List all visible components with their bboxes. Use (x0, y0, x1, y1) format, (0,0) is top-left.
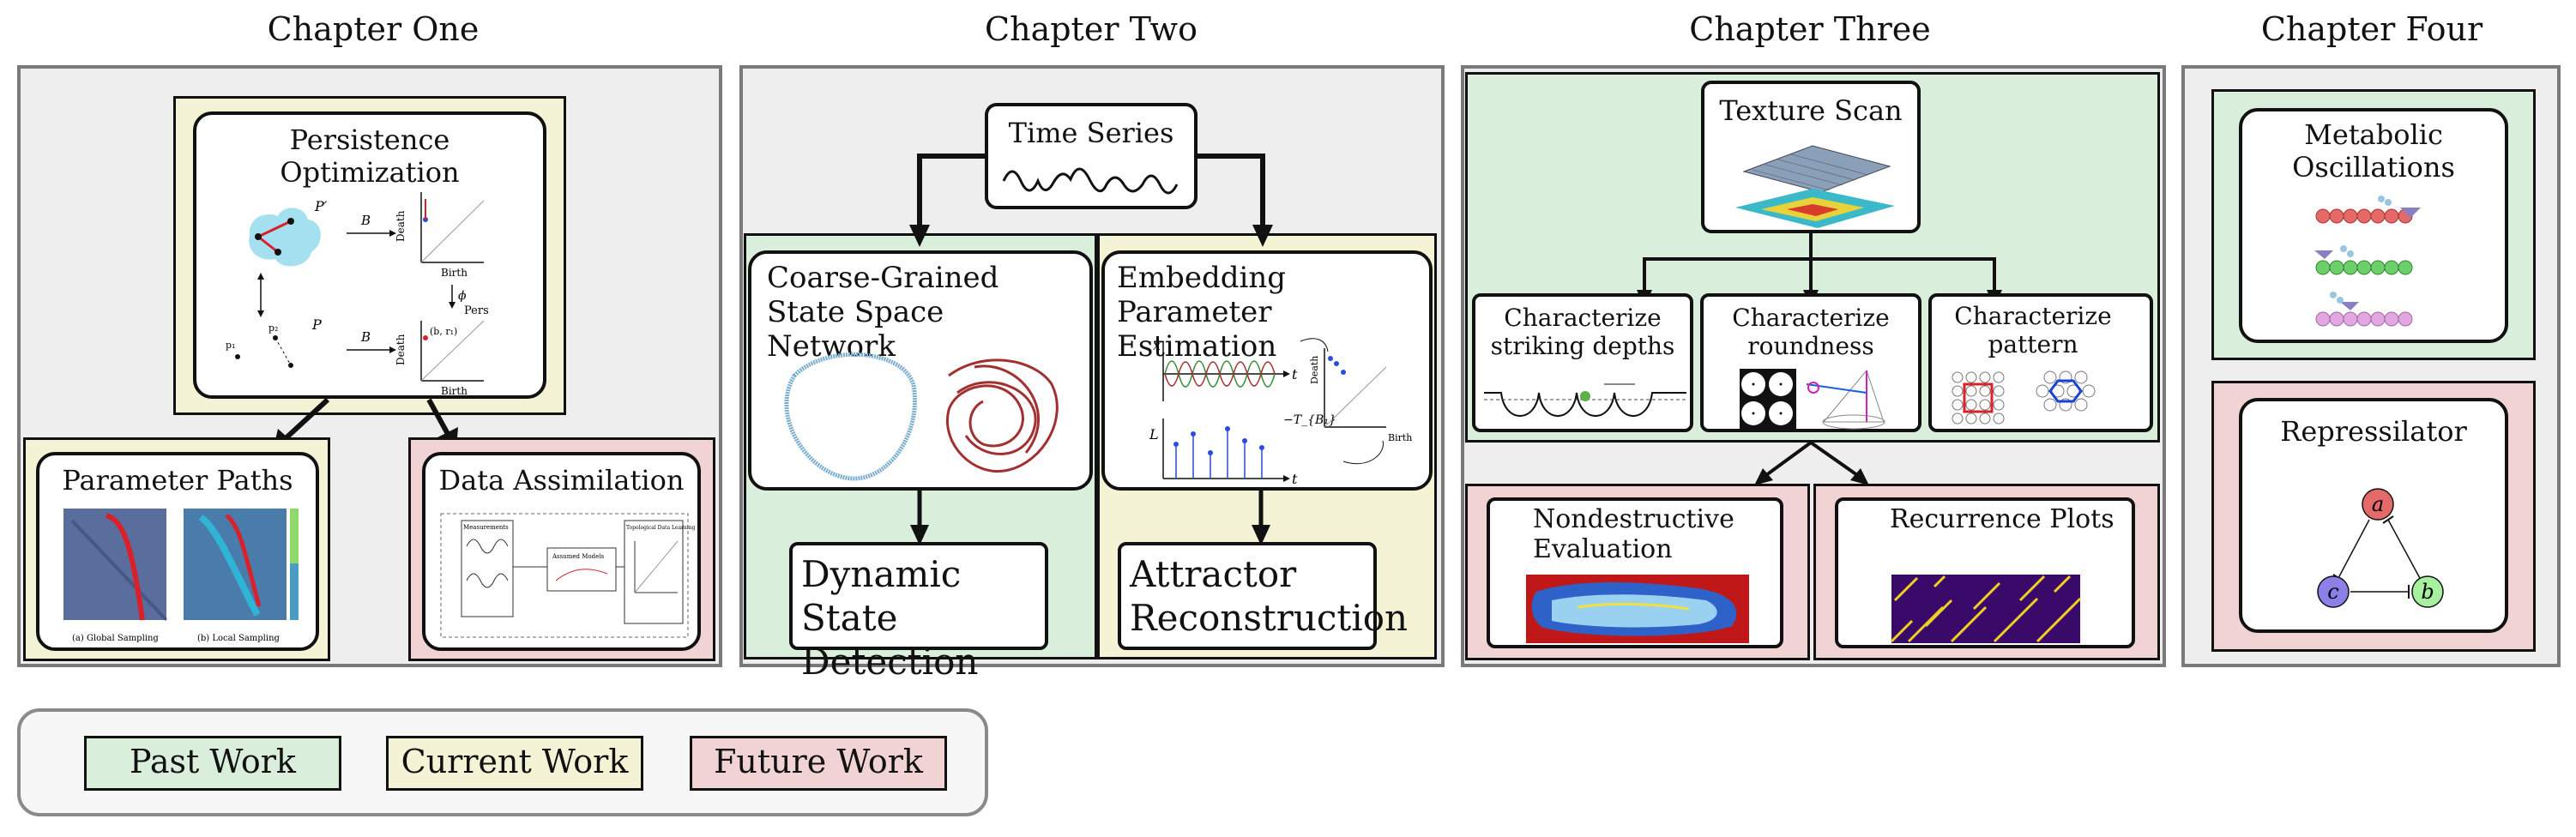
dynamic-state-title: Dynamic State Detection (801, 553, 979, 683)
legend-current-work: Current Work (386, 736, 643, 791)
measurements-label: Measurements (463, 524, 509, 531)
assumed-model-label: Assumed Models (552, 553, 604, 560)
texture-scan-title: Texture Scan (1719, 94, 1903, 127)
node-a: a (2372, 492, 2384, 516)
nondestructive-card: Nondestructive Evaluation (1487, 497, 1783, 648)
nondestructive-title: Nondestructive Evaluation (1533, 504, 1734, 565)
coarse-grained-card: Coarse-Grained State Space Network (748, 250, 1093, 491)
ch2-arrows (909, 154, 1273, 545)
chapter-three-title: Chapter Three (1689, 10, 1931, 48)
embed-birth-label: Birth (1388, 432, 1412, 443)
attractor-card: Attractor Reconstruction (1118, 542, 1409, 650)
p2-label: p₂ (268, 322, 278, 334)
striking-depths-card: Characterize striking depths (1472, 293, 1693, 432)
p-prime-label: P′ (314, 198, 328, 214)
node-c: c (2327, 580, 2338, 604)
embed-x-label: x (1153, 337, 1161, 353)
legend-past-work: Past Work (84, 736, 341, 791)
coords-label: (b, r₁) (430, 326, 457, 337)
pattern-figure (1952, 370, 2096, 425)
parameter-paths-plot: (a) Global Sampling (b) Local Sampling (63, 509, 299, 643)
chapter-four-title: Chapter Four (2260, 10, 2483, 48)
metabolic-figure (2314, 196, 2421, 327)
roundness-figure (1740, 369, 1885, 430)
embed-l-label: L (1149, 426, 1159, 443)
death-bottom-label: Death (395, 334, 407, 365)
repressilator-network: a b c (2317, 488, 2444, 608)
nondestructive-image (1526, 575, 1749, 643)
roundness-title: Characterize roundness (1732, 304, 1890, 361)
texture-scan-card: Texture Scan (1701, 81, 1921, 233)
b-arrow-bottom-label: B (360, 329, 371, 345)
dynamic-state-card: Dynamic State Detection (789, 542, 1048, 683)
striking-depths-title: Characterize striking depths (1490, 304, 1675, 361)
node-b: b (2421, 580, 2434, 604)
death-top-label: Death (395, 210, 407, 242)
phi-label: ϕ (458, 289, 467, 303)
legend-future-work: Future Work (690, 736, 947, 791)
repressilator-card: Repressilator a b c (2239, 398, 2508, 633)
embedding-card: Embedding Parameter Estimation x t Death… (1101, 250, 1433, 491)
embed-death-label: Death (1309, 356, 1320, 384)
data-assimilation-card: Data Assimilation Measurements Assumed M… (422, 452, 701, 651)
embed-t-top-label: t (1292, 366, 1298, 382)
parameter-paths-title: Parameter Paths (62, 464, 293, 497)
metabolic-card: Metabolic Oscillations (2239, 108, 2508, 343)
striking-depths-figure (1484, 383, 1686, 417)
data-assimilation-diagram: Measurements Assumed Models Topological … (440, 513, 696, 638)
topological-label: Topological Data Learning (626, 525, 696, 531)
embed-tb-label: −T_{B₁} (1283, 413, 1336, 427)
persistence-optimization-card: Persistence Optimization P′ B Death Birt… (193, 111, 546, 399)
birth-bottom-label: Birth (441, 385, 468, 397)
p1-label: p₁ (226, 340, 235, 351)
embedding-figure: x t Death Birth −T_{B₁} L t (1149, 337, 1412, 487)
time-series-title: Time Series (1008, 117, 1174, 149)
chapter-one-title: Chapter One (267, 10, 480, 48)
pattern-card: Characterize pattern (1928, 293, 2153, 432)
pers-label: Pers (464, 304, 489, 317)
caption-global: (a) Global Sampling (72, 634, 159, 643)
embedding-title: Embedding Parameter Estimation (1117, 261, 1287, 364)
recurrence-title: Recurrence Plots (1890, 504, 2114, 534)
repressilator-title: Repressilator (2280, 415, 2467, 448)
persistence-optimization-title: Persistence Optimization (280, 123, 460, 190)
pattern-title: Characterize pattern (1954, 302, 2112, 359)
coarse-grained-figure (784, 352, 1059, 481)
b-arrow-top-label: B (360, 213, 371, 228)
p-label: P (311, 316, 322, 333)
coarse-grained-title: Coarse-Grained State Space Network (767, 261, 999, 364)
ch1-arrows (273, 397, 458, 451)
legend: Past Work Current Work Future Work (17, 708, 988, 816)
time-series-card: Time Series (985, 103, 1198, 209)
parameter-paths-card: Parameter Paths (a) Global Sampling (b) … (36, 452, 319, 651)
persistence-optimization-figure: P′ B Death Birth ϕ P p₁ p₂ B (b, r (226, 192, 489, 397)
birth-top-label: Birth (441, 267, 468, 279)
chapter-two-title: Chapter Two (985, 10, 1198, 48)
embed-t-bottom-label: t (1292, 471, 1298, 487)
texture-scan-image (1735, 145, 1895, 228)
roundness-card: Characterize roundness (1700, 293, 1921, 432)
attractor-title: Attractor Reconstruction (1130, 553, 1409, 640)
recurrence-card: Recurrence Plots (1835, 497, 2135, 648)
metabolic-title: Metabolic Oscillations (2292, 118, 2455, 184)
time-series-wave (1002, 167, 1179, 195)
caption-local: (b) Local Sampling (197, 634, 281, 643)
data-assimilation-title: Data Assimilation (438, 464, 685, 497)
recurrence-image (1890, 575, 2082, 643)
